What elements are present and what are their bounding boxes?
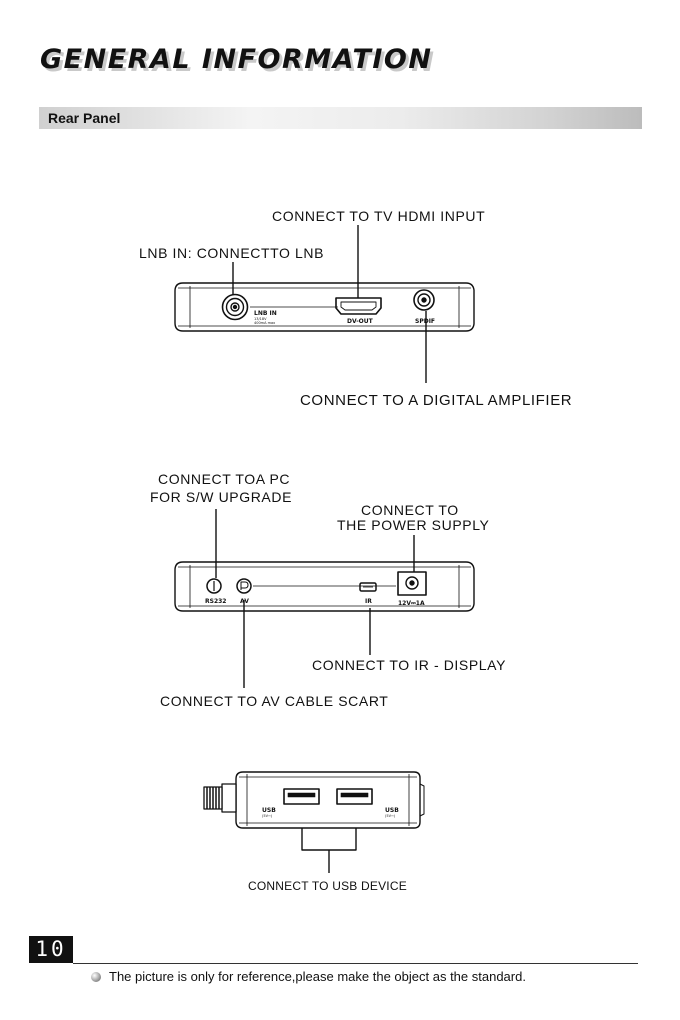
top-panel xyxy=(174,225,475,383)
callout-lnb: LNB IN: CONNECTTO LNB xyxy=(139,245,325,261)
callout-usb: CONNECT TO USB DEVICE xyxy=(248,879,407,893)
av-port-icon xyxy=(236,578,252,594)
middle-panel xyxy=(174,509,475,688)
usb-spec-right: (5V⎓) xyxy=(385,814,396,818)
callout-ir: CONNECT TO IR - DISPLAY xyxy=(312,657,507,673)
port-label-rs232: RS232 xyxy=(205,598,226,605)
callout-pc-line2: FOR S/W UPGRADE xyxy=(150,489,293,505)
section-header-bar xyxy=(39,107,642,129)
callout-hdmi: CONNECT TO TV HDMI INPUT xyxy=(272,208,486,224)
port-label-hdmi: DV-OUT xyxy=(347,318,374,325)
port-label-usb-left: USB xyxy=(262,807,276,814)
port-label-spdif: SPDIF xyxy=(415,318,435,325)
lnb-connector-icon xyxy=(203,783,237,813)
callout-spdif: CONNECT TO A DIGITAL AMPLIFIER xyxy=(300,392,573,409)
usb-port-right-icon xyxy=(336,788,373,805)
lnb-spec-text-2: 400mA max xyxy=(254,321,275,325)
callout-av: CONNECT TO AV CABLE SCART xyxy=(160,693,389,709)
page-number: 10 xyxy=(29,936,73,963)
spdif-port-icon xyxy=(413,289,435,311)
port-label-ir: IR xyxy=(365,598,372,605)
usb-port-left-icon xyxy=(283,788,320,805)
bullet-icon xyxy=(91,972,101,982)
callout-power-line2: THE POWER SUPPLY xyxy=(337,517,490,533)
hdmi-port-icon xyxy=(335,297,382,315)
port-label-power: 12V⎓1A xyxy=(398,600,425,607)
section-title: Rear Panel xyxy=(48,110,121,126)
port-label-lnb: LNB IN xyxy=(254,310,277,317)
footer-divider xyxy=(73,963,638,964)
ir-port-icon xyxy=(359,582,377,592)
footer-note: The picture is only for reference,please… xyxy=(109,969,526,984)
bottom-panel xyxy=(203,771,425,873)
page-title: GENERAL INFORMATION xyxy=(40,44,433,75)
lnb-port-icon xyxy=(221,293,249,321)
rs232-port-icon xyxy=(206,578,222,594)
power-port-icon xyxy=(397,571,427,596)
port-label-usb-right: USB xyxy=(385,807,399,814)
lnb-spec-text: 13/18V xyxy=(254,317,267,321)
callout-pc-line1: CONNECT TOA PC xyxy=(158,471,291,487)
port-label-av: AV xyxy=(240,598,249,605)
usb-spec-left: (5V⎓) xyxy=(262,814,273,818)
callout-power-line1: CONNECT TO xyxy=(361,502,459,518)
